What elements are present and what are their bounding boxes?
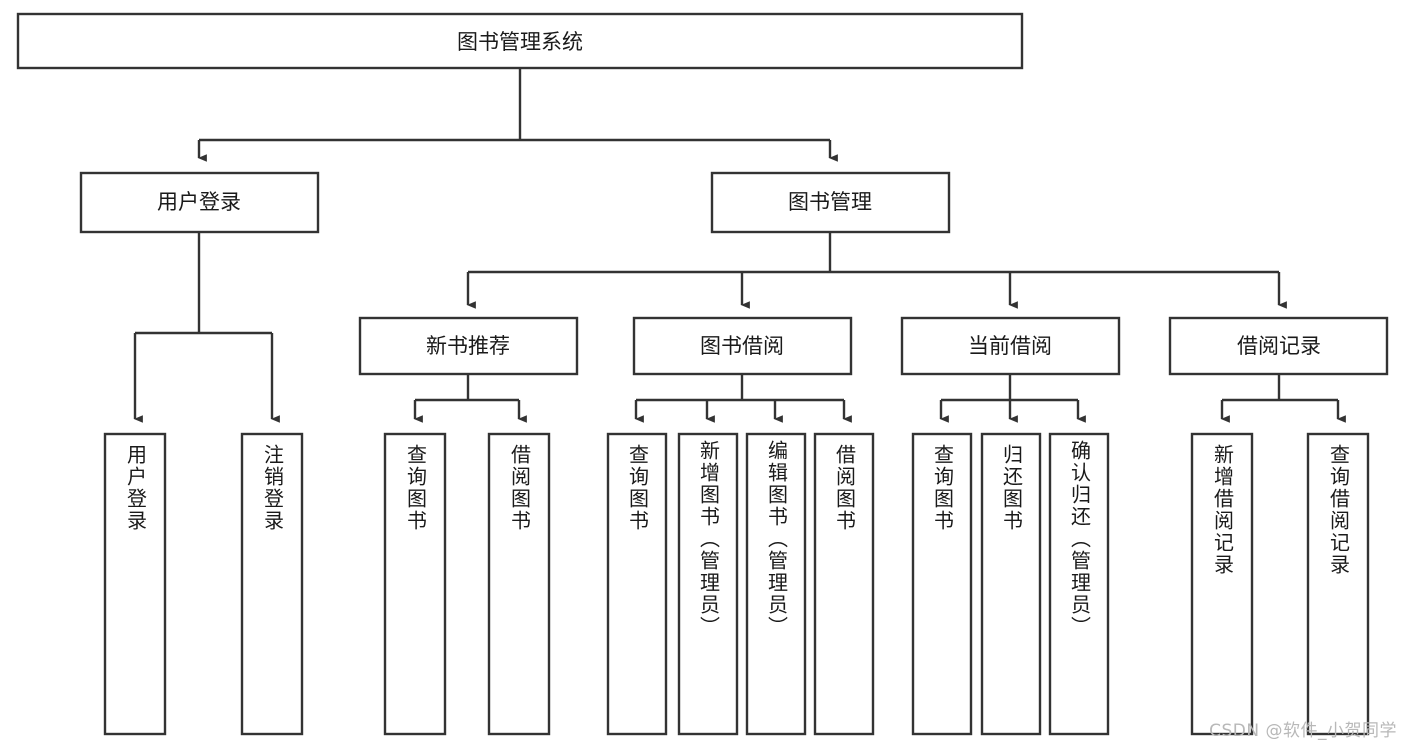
node-root-system-label: 图书管理系统: [457, 30, 583, 54]
node-leaf-edit-book-box[interactable]: [745, 432, 807, 736]
connector-book-borrow-to-leaves: [634, 374, 852, 423]
node-book-manage-label: 图书管理: [788, 190, 872, 214]
node-root-system[interactable]: 图书管理系统: [16, 12, 1024, 70]
node-leaf-add-book-box[interactable]: [677, 432, 739, 736]
node-book-manage[interactable]: 图书管理: [710, 171, 951, 234]
node-user-login-label: 用户登录: [157, 190, 241, 214]
node-borrow-record-label: 借阅记录: [1237, 334, 1321, 358]
node-leaf-confirm-return-box[interactable]: [1048, 432, 1110, 736]
node-leaf-query-book-bb-box[interactable]: [606, 432, 668, 736]
node-leaf-user-login-box[interactable]: [103, 432, 167, 736]
connector-new-book-to-leaves: [413, 374, 527, 423]
connector-borrow-record-to-leaves: [1220, 374, 1346, 423]
node-new-book-recommend-label: 新书推荐: [426, 334, 510, 358]
connector-root-to-level2: [197, 68, 838, 162]
node-user-login[interactable]: 用户登录: [79, 171, 320, 234]
node-leaf-return-book-box[interactable]: [980, 432, 1042, 736]
connector-current-borrow-to-leaves: [939, 374, 1086, 423]
node-new-book-recommend[interactable]: 新书推荐: [358, 316, 579, 376]
node-leaf-borrow-book-nb-box[interactable]: [487, 432, 551, 736]
node-leaf-query-book-nb-box[interactable]: [383, 432, 447, 736]
node-leaf-query-record-box[interactable]: [1306, 432, 1370, 736]
node-leaf-add-record-box[interactable]: [1190, 432, 1254, 736]
connector-user-login-to-leaves: [133, 232, 280, 423]
connector-book-manage-to-level3: [466, 232, 1287, 309]
node-book-borrow[interactable]: 图书借阅: [632, 316, 853, 376]
node-borrow-record[interactable]: 借阅记录: [1168, 316, 1389, 376]
node-leaf-borrow-book-bb-box[interactable]: [813, 432, 875, 736]
node-leaf-logout-box[interactable]: [240, 432, 304, 736]
node-leaf-query-book-cb-box[interactable]: [911, 432, 973, 736]
node-book-borrow-label: 图书借阅: [700, 334, 784, 358]
node-current-borrow-label: 当前借阅: [968, 334, 1052, 358]
node-current-borrow[interactable]: 当前借阅: [900, 316, 1121, 376]
